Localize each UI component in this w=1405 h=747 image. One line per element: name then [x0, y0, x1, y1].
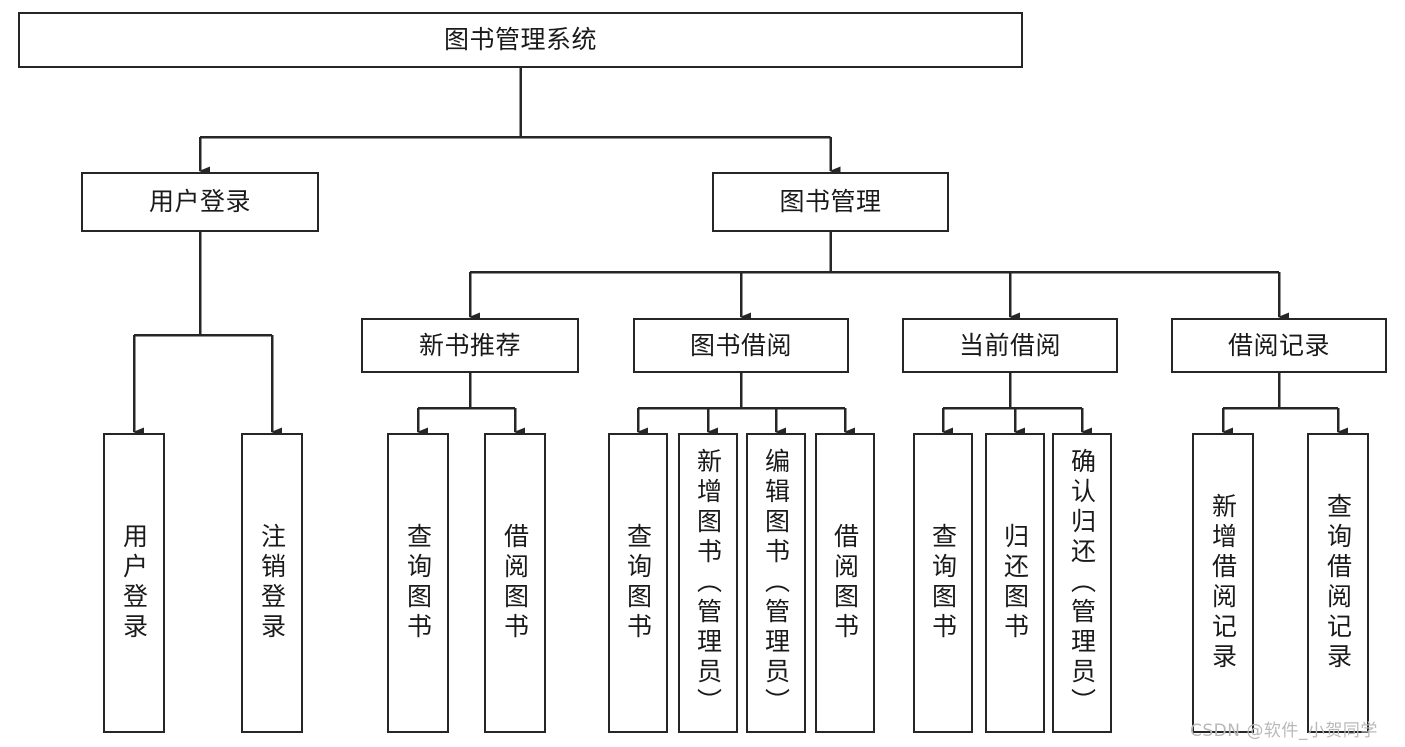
node-label-leaf-query-book-current: 查询图书 [928, 523, 958, 643]
node-box-book-borrow[interactable]: 图书借阅 [633, 318, 849, 373]
watermark-text: CSDN @软件_小贺同学 [1190, 721, 1378, 741]
node-label-root: 图书管理系统 [443, 25, 597, 55]
node-box-new-book-recommend[interactable]: 新书推荐 [361, 318, 579, 373]
node-box-leaf-query-book-current[interactable]: 查询图书 [913, 433, 973, 733]
node-label-leaf-borrow-book-rec: 借阅图书 [500, 523, 530, 643]
node-label-leaf-add-book-admin: 新增图书（管理员） [693, 448, 723, 718]
node-label-current-borrow: 当前借阅 [958, 330, 1061, 360]
node-label-book-borrow: 图书借阅 [689, 330, 792, 360]
node-box-leaf-return-book[interactable]: 归还图书 [985, 433, 1045, 733]
node-box-root[interactable]: 图书管理系统 [18, 12, 1023, 68]
node-box-leaf-borrow-book-rec[interactable]: 借阅图书 [484, 433, 546, 733]
node-box-user-login[interactable]: 用户登录 [81, 172, 319, 232]
node-label-leaf-edit-book-admin: 编辑图书（管理员） [761, 448, 791, 718]
node-box-leaf-query-book-rec[interactable]: 查询图书 [387, 433, 449, 733]
node-box-leaf-confirm-return-admin[interactable]: 确认归还（管理员） [1052, 433, 1112, 733]
node-label-borrow-record: 借阅记录 [1227, 330, 1330, 360]
node-box-leaf-user-login[interactable]: 用户登录 [103, 433, 165, 733]
connector-lines [132, 68, 1348, 437]
node-box-leaf-logout[interactable]: 注销登录 [241, 433, 303, 733]
node-label-new-book-recommend: 新书推荐 [418, 330, 521, 360]
node-box-borrow-record[interactable]: 借阅记录 [1171, 318, 1387, 373]
node-box-leaf-add-book-admin[interactable]: 新增图书（管理员） [678, 433, 738, 733]
node-label-leaf-return-book: 归还图书 [1000, 523, 1030, 643]
node-label-leaf-add-borrow-record: 新增借阅记录 [1208, 493, 1238, 673]
node-box-leaf-borrow-book-borrow[interactable]: 借阅图书 [815, 433, 875, 733]
node-label-leaf-query-book-borrow: 查询图书 [623, 523, 653, 643]
node-label-leaf-confirm-return-admin: 确认归还（管理员） [1067, 448, 1097, 718]
node-label-leaf-query-book-rec: 查询图书 [403, 523, 433, 643]
node-label-user-login: 用户登录 [148, 187, 251, 217]
node-label-leaf-logout: 注销登录 [257, 523, 287, 643]
node-label-leaf-user-login: 用户登录 [119, 523, 149, 643]
node-box-leaf-edit-book-admin[interactable]: 编辑图书（管理员） [746, 433, 806, 733]
node-label-book-management: 图书管理 [779, 187, 882, 217]
node-box-leaf-add-borrow-record[interactable]: 新增借阅记录 [1192, 433, 1254, 733]
node-box-leaf-query-book-borrow[interactable]: 查询图书 [608, 433, 668, 733]
node-label-leaf-query-borrow-record: 查询借阅记录 [1323, 493, 1353, 673]
node-box-book-management[interactable]: 图书管理 [712, 172, 949, 232]
node-label-leaf-borrow-book-borrow: 借阅图书 [830, 523, 860, 643]
node-box-leaf-query-borrow-record[interactable]: 查询借阅记录 [1307, 433, 1369, 733]
node-box-current-borrow[interactable]: 当前借阅 [902, 318, 1118, 373]
